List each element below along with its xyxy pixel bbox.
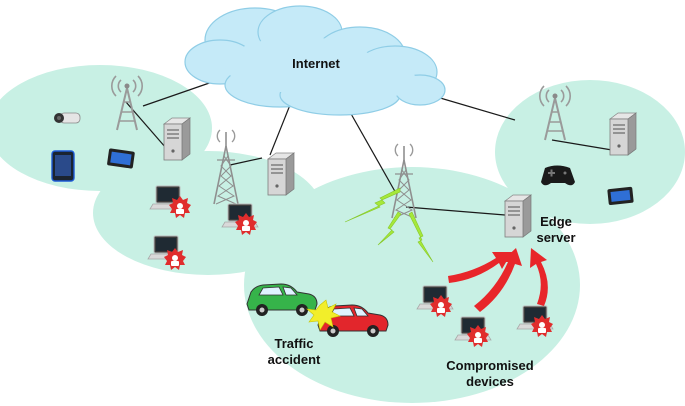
tablet-icon bbox=[107, 148, 135, 169]
network-cell-main bbox=[244, 167, 580, 403]
phone-icon bbox=[51, 150, 75, 182]
label-compromised-1: Compromised bbox=[446, 358, 533, 373]
label-traffic-1: Traffic bbox=[274, 336, 313, 351]
tablet-icon bbox=[607, 186, 634, 206]
lightning-icon bbox=[344, 187, 434, 263]
arrow-icon bbox=[448, 248, 548, 312]
server-icon bbox=[609, 112, 637, 156]
label-compromised-2: devices bbox=[466, 374, 514, 389]
label-internet: Internet bbox=[292, 56, 340, 71]
server-icon bbox=[163, 117, 191, 161]
label-edge-server-1: Edge bbox=[540, 214, 572, 229]
gamepad-icon bbox=[541, 165, 575, 186]
collision-icon bbox=[306, 299, 341, 331]
label-edge-server-2: server bbox=[536, 230, 575, 245]
network-cell-right bbox=[495, 80, 685, 224]
server-icon bbox=[267, 152, 295, 196]
edge-server-icon bbox=[504, 194, 532, 238]
camera-icon bbox=[54, 112, 81, 124]
label-traffic-2: accident bbox=[268, 352, 321, 367]
connection-lines bbox=[125, 79, 613, 216]
